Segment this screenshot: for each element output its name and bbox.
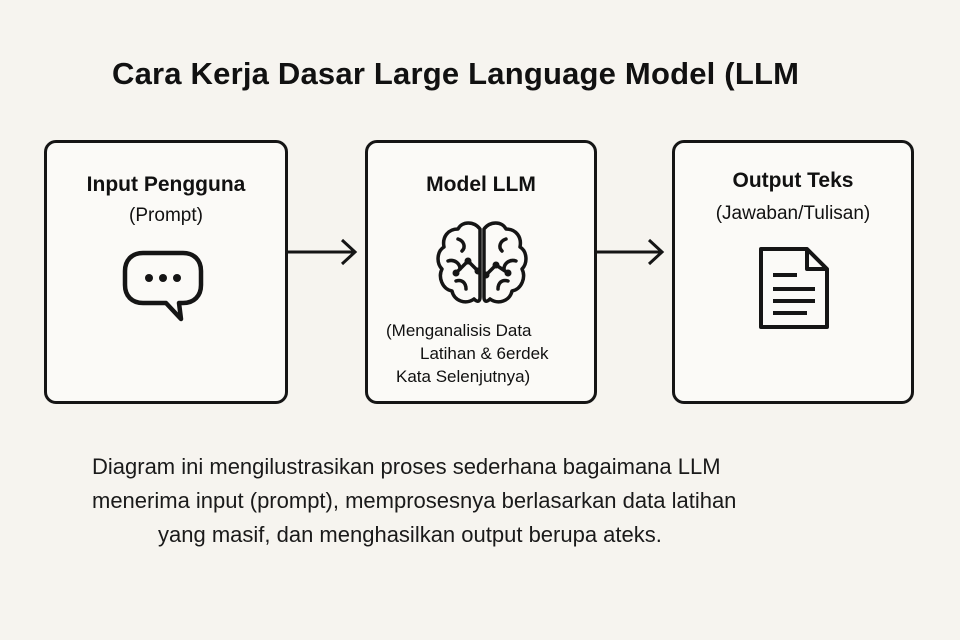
model-desc-line: Latihan & 6erdek [420,344,549,363]
chat-bubble-icon [122,250,204,322]
output-box: Output Teks (Jawaban/Tulisan) [672,140,914,404]
model-box: Model LLM (Menganali [365,140,597,404]
model-box-description: (Menganalisis Data Latihan & 6erdek Kata… [382,319,588,388]
output-box-title: Output Teks [732,169,854,192]
document-icon [759,247,829,329]
diagram-title: Cara Kerja Dasar Large Language Model (L… [112,56,800,91]
input-box: Input Pengguna (Prompt) [44,140,288,404]
arrow-model-to-output [597,238,665,266]
brain-icon [436,221,528,304]
caption-line: yang masif, dan menghasilkan output beru… [158,522,662,547]
model-desc-line: (Menganalisis Data [386,321,532,340]
model-desc-line: Kata Selenjutnya) [396,367,531,386]
arrow-input-to-model [288,238,358,266]
caption-line: Diagram ini mengilustrasikan proses sede… [92,454,721,479]
model-box-title: Model LLM [426,173,536,196]
diagram-caption: Diagram ini mengilustrasikan proses sede… [92,450,912,552]
input-box-subtitle: (Prompt) [129,205,203,226]
caption-line: menerima input (prompt), memprosesnya be… [92,488,737,513]
input-box-title: Input Pengguna [86,173,246,196]
output-box-subtitle: (Jawaban/Tulisan) [715,203,871,224]
